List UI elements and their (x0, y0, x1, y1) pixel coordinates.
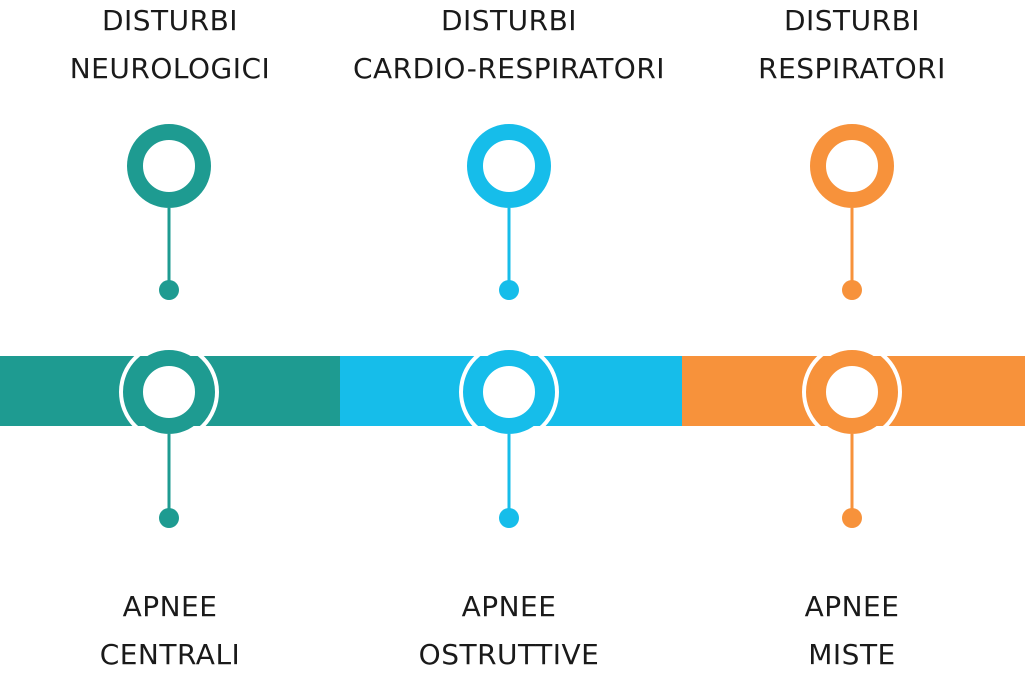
bottom-label-1-line-1: APNEE (122, 590, 218, 623)
bottom-label-1-line-2: CENTRALI (99, 638, 241, 671)
top-dot-2 (499, 280, 519, 300)
top-label-cardio-respiratori: DISTURBI CARDIO-RESPIRATORI (339, 0, 679, 93)
top-label-3-line-2: RESPIRATORI (758, 52, 946, 85)
top-label-respiratori: DISTURBI RESPIRATORI (682, 0, 1022, 93)
bottom-label-2-line-2: OSTRUTTIVE (418, 638, 600, 671)
top-ring-2 (467, 124, 551, 208)
bottom-label-3-line-1: APNEE (804, 590, 900, 623)
top-label-neurologici: DISTURBI NEUROLOGICI (0, 0, 340, 93)
bottom-label-2-line-1: APNEE (461, 590, 557, 623)
bottom-label-3-line-2: MISTE (808, 638, 896, 671)
top-label-2-line-2: CARDIO-RESPIRATORI (352, 52, 666, 85)
column-2-graphics (459, 124, 559, 528)
bottom-label-centrali: APNEE CENTRALI (0, 583, 340, 679)
band-ring-2 (467, 350, 551, 434)
bottom-dot-2 (499, 508, 519, 528)
bottom-dot-1 (159, 508, 179, 528)
band-ring-3 (810, 350, 894, 434)
bottom-dot-3 (842, 508, 862, 528)
top-label-2-line-1: DISTURBI (440, 4, 578, 37)
top-label-1-line-1: DISTURBI (101, 4, 239, 37)
top-ring-1 (127, 124, 211, 208)
top-dot-3 (842, 280, 862, 300)
bottom-label-ostruttive: APNEE OSTRUTTIVE (339, 583, 679, 679)
bottom-label-miste: APNEE MISTE (682, 583, 1022, 679)
top-ring-3 (810, 124, 894, 208)
column-3-graphics (802, 124, 902, 528)
column-1-graphics (119, 124, 219, 528)
top-dot-1 (159, 280, 179, 300)
top-label-3-line-1: DISTURBI (783, 4, 921, 37)
band-ring-1 (127, 350, 211, 434)
top-label-1-line-2: NEUROLOGICI (69, 52, 271, 85)
